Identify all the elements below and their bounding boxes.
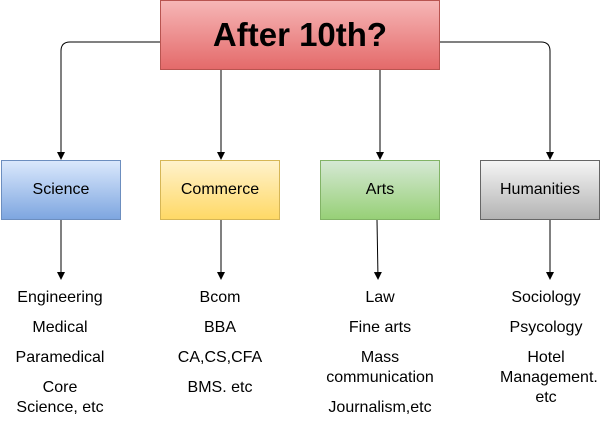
stream-node-commerce: Commerce bbox=[160, 160, 280, 220]
stream-node-arts: Arts bbox=[320, 160, 440, 220]
connector-root-humanities bbox=[440, 41, 554, 160]
connector-root-science bbox=[57, 41, 160, 160]
option-bba: BBA bbox=[203, 319, 236, 336]
stream-label-arts: Arts bbox=[365, 181, 395, 198]
option-paramedical: Paramedical bbox=[15, 349, 105, 366]
root-label: After 10th? bbox=[212, 16, 388, 53]
option-law: Law bbox=[365, 289, 395, 306]
humanities-options-list: Sociology Psycology Hotel Management. et… bbox=[482, 288, 610, 418]
root-node: After 10th? bbox=[160, 0, 440, 70]
connector-arts-options bbox=[373, 219, 382, 280]
arts-options-list: Law Fine arts Mass communication Journal… bbox=[314, 288, 446, 428]
option-journalism: Journalism,etc bbox=[328, 399, 432, 416]
option-engineering: Engineering bbox=[17, 289, 103, 306]
stream-label-humanities: Humanities bbox=[499, 181, 581, 198]
option-bcom: Bcom bbox=[199, 289, 241, 306]
option-fine-arts: Fine arts bbox=[348, 319, 412, 336]
science-options-list: Engineering Medical Paramedical Core Sci… bbox=[0, 288, 120, 428]
option-psycology: Psycology bbox=[509, 319, 583, 336]
option-ca-cs-cfa: CA,CS,CFA bbox=[177, 349, 263, 366]
option-hotel-management: Hotel Management. etc bbox=[500, 349, 598, 406]
option-mass-communication: Mass communication bbox=[326, 349, 434, 386]
stream-node-science: Science bbox=[1, 160, 121, 220]
option-bms: BMS. etc bbox=[187, 379, 253, 396]
stream-node-humanities: Humanities bbox=[480, 160, 600, 220]
stream-label-science: Science bbox=[32, 181, 90, 198]
commerce-options-list: Bcom BBA CA,CS,CFA BMS. etc bbox=[160, 288, 280, 408]
option-medical: Medical bbox=[32, 319, 88, 336]
stream-label-commerce: Commerce bbox=[180, 181, 260, 198]
option-sociology: Sociology bbox=[511, 289, 581, 306]
option-core-science: Core Science, etc bbox=[16, 379, 104, 416]
